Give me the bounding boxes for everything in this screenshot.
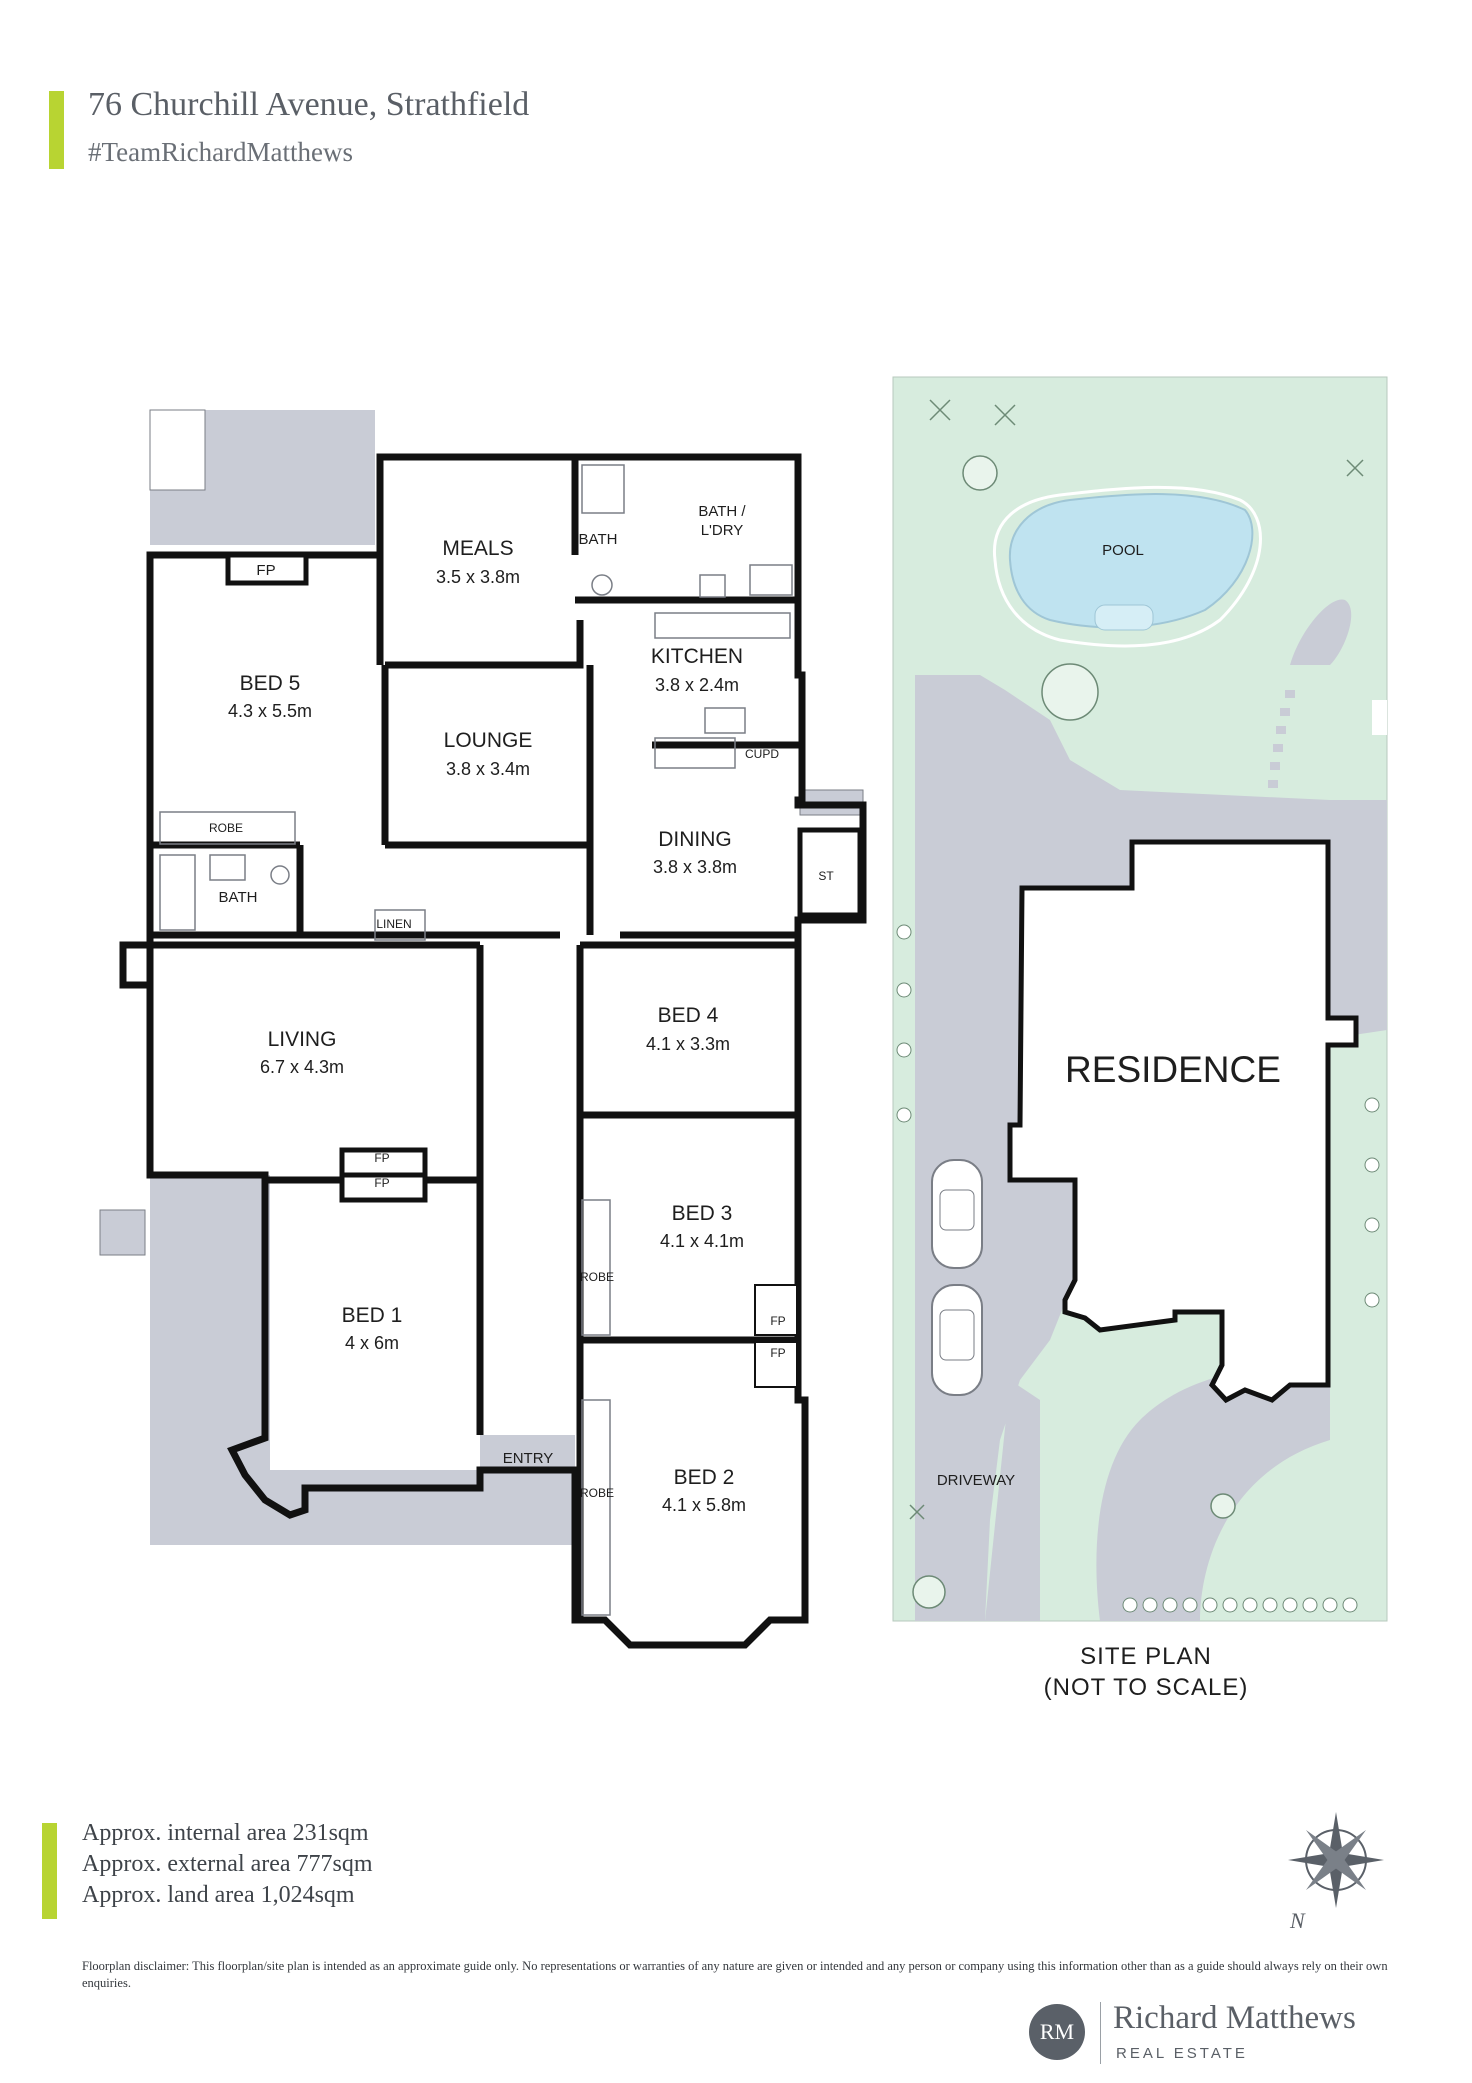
room-lounge-name: LOUNGE: [444, 729, 533, 752]
fireplace-label: FP: [770, 1314, 785, 1328]
plant-icon: [909, 399, 1364, 1520]
room-bed3-name: BED 3: [672, 1202, 733, 1225]
pool: [1008, 493, 1254, 629]
header-accent-bar: [49, 91, 64, 169]
brand-logo-icon: RM: [1029, 2004, 1085, 2060]
front-verandah: [150, 1175, 575, 1545]
fixtures: [159, 464, 793, 1616]
linen-label: LINEN: [376, 917, 411, 931]
tree-icon: [912, 455, 1236, 1609]
driveway-label: DRIVEWAY: [937, 1472, 1015, 1489]
robe-label: ROBE: [580, 1486, 614, 1500]
fireplaces: [225, 552, 428, 1203]
property-address: 76 Churchill Avenue, Strathfield: [88, 86, 530, 123]
walls: [119, 453, 867, 1649]
cupboard-label: CUPD: [745, 747, 779, 761]
room-bed2-name: BED 2: [674, 1466, 735, 1489]
site-plan-caption-note: (NOT TO SCALE): [1044, 1674, 1249, 1701]
room-bed1-dims: 4 x 6m: [345, 1333, 399, 1353]
site-plan: POOL RESIDENCE DRIVEWAY: [892, 376, 1388, 1701]
brand-tagline: REAL ESTATE: [1116, 2045, 1248, 2062]
room-bed5-dims: 4.3 x 5.5m: [228, 701, 312, 721]
room-bed5-name: BED 5: [240, 672, 301, 695]
external-area: Approx. external area 777sqm: [82, 1851, 373, 1877]
team-hashtag: #TeamRichardMatthews: [88, 137, 354, 167]
room-bath-laundry-label-2: L'DRY: [701, 522, 744, 539]
internal-area: Approx. internal area 231sqm: [82, 1820, 369, 1846]
storage-label: ST: [818, 869, 834, 883]
house-floor-plan: MEALS 3.5 x 3.8m BATH BATH / L'DRY FP BE…: [99, 409, 867, 1649]
north-label: N: [1290, 1908, 1305, 1933]
room-dining-name: DINING: [658, 828, 732, 851]
room-kitchen-name: KITCHEN: [651, 645, 743, 668]
room-dining-dims: 3.8 x 3.8m: [653, 857, 737, 877]
room-lounge-dims: 3.8 x 3.4m: [446, 759, 530, 779]
site-plan-caption: SITE PLAN: [1080, 1643, 1212, 1670]
brand-divider: [1100, 2002, 1101, 2064]
fireplace-label: FP: [374, 1176, 389, 1190]
shrub-row-icons: [896, 924, 1380, 1613]
robe-label: ROBE: [580, 1270, 614, 1284]
room-living-dims: 6.7 x 4.3m: [260, 1057, 344, 1077]
room-kitchen-dims: 3.8 x 2.4m: [655, 675, 739, 695]
fireplace-label: FP: [374, 1151, 389, 1165]
residence-label: RESIDENCE: [1065, 1049, 1281, 1090]
pool-label: POOL: [1102, 542, 1144, 559]
room-bed2-dims: 4.1 x 5.8m: [662, 1495, 746, 1515]
fireplace-label: FP: [256, 562, 275, 579]
room-bath-label: BATH: [219, 889, 258, 906]
compass-icon: [1288, 1812, 1384, 1908]
robe-label: ROBE: [209, 821, 243, 835]
car-icon: [931, 1159, 983, 1269]
brand-name: Richard Matthews: [1113, 2000, 1356, 2036]
area-accent-bar: [42, 1823, 57, 1919]
car-icon: [931, 1284, 983, 1396]
room-bed4-dims: 4.1 x 3.3m: [646, 1034, 730, 1054]
room-meals-name: MEALS: [442, 537, 513, 560]
room-bath-label: BATH: [579, 531, 618, 548]
room-bath-laundry-label: BATH /: [698, 503, 746, 520]
room-bed1-name: BED 1: [342, 1304, 403, 1327]
entry-label: ENTRY: [503, 1450, 554, 1467]
room-living-name: LIVING: [268, 1028, 337, 1051]
residence-footprint: [1007, 839, 1359, 1404]
land-area: Approx. land area 1,024sqm: [82, 1882, 355, 1908]
floorplan-disclaimer: Floorplan disclaimer: This floorplan/sit…: [82, 1959, 1388, 1990]
fireplace-label: FP: [770, 1346, 785, 1360]
room-bed3-dims: 4.1 x 4.1m: [660, 1231, 744, 1251]
room-meals-dims: 3.5 x 3.8m: [436, 567, 520, 587]
room-bed4-name: BED 4: [658, 1004, 719, 1027]
